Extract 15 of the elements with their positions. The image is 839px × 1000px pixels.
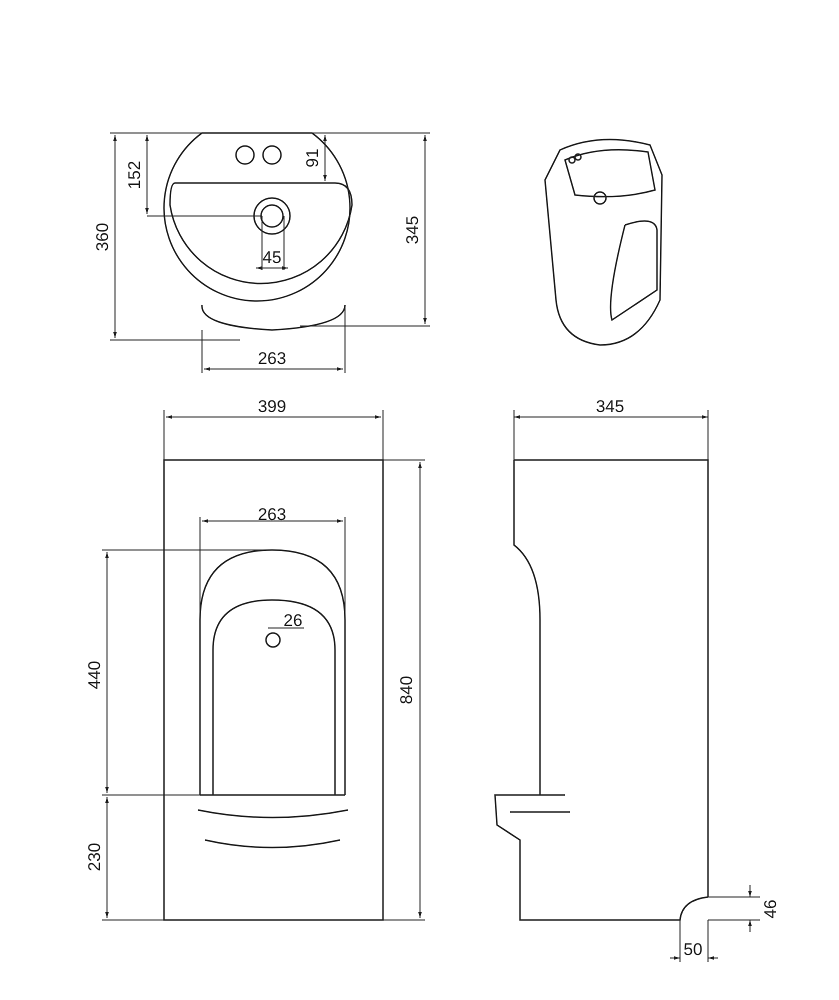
dimension-value: 399: [258, 397, 286, 416]
dimension-value: 45: [262, 248, 282, 267]
dimension-value: 345: [596, 397, 624, 416]
dimension-value: 263: [258, 349, 286, 368]
dimension-value: 230: [85, 842, 104, 872]
dimension-value: 46: [761, 900, 780, 918]
dimension-value: 263: [258, 505, 286, 524]
dimension-value: 91: [303, 148, 322, 168]
dimension-value: 152: [125, 160, 144, 190]
dimension-value: 840: [397, 676, 416, 704]
dimension-value: 345: [403, 216, 422, 244]
dimension-value: 50: [684, 940, 702, 959]
dimension-value: 440: [85, 660, 104, 690]
dimension-value: 26: [284, 611, 302, 630]
dimension-value: 360: [93, 222, 112, 252]
